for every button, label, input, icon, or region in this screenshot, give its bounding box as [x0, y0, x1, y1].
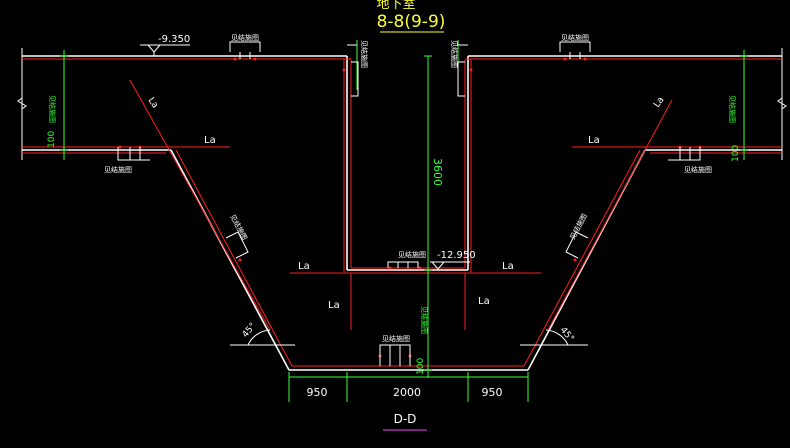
- dim-bottom-center: 2000: [393, 386, 421, 399]
- la-label-lower-right: La: [478, 296, 490, 307]
- rebar-label-center-vert: 见结施图: [420, 306, 429, 334]
- elevation-bottom-marker: [430, 261, 470, 270]
- rebar-callouts: [117, 41, 701, 366]
- la-label-right-top: La: [652, 95, 666, 109]
- dim-bottom-left: 950: [307, 386, 328, 399]
- dim-bottom-thickness: 100: [416, 358, 426, 375]
- la-label-left-step: La: [204, 135, 216, 146]
- rebar-label-bottom-center: 见结施图: [382, 334, 410, 343]
- rebar-label-left-slope: 见结施图: [228, 213, 249, 242]
- section-title-partial: 地下室: [376, 0, 415, 12]
- elevation-top-marker: [140, 44, 190, 56]
- rebar-label-top-right: 见结施图: [561, 33, 589, 42]
- elevation-bottom: -12.950: [437, 250, 476, 261]
- dim-right-thickness: 100: [731, 145, 741, 162]
- footer-label: D-D: [394, 412, 417, 426]
- elevation-top: -9.350: [158, 34, 190, 45]
- rebar-label-wall-left: 见结施图: [360, 40, 369, 68]
- rebar-lines: [22, 58, 782, 367]
- angle-arc-right: [545, 329, 569, 346]
- rebar-label-left-step: 见结施图: [104, 165, 132, 174]
- rebar-label-right-step: 见结施图: [684, 165, 712, 174]
- concrete-outline: [17, 48, 787, 371]
- angle-arc-left: [247, 329, 271, 346]
- section-title: 8-8(9-9): [377, 12, 446, 32]
- angle-label-right: 45°: [558, 326, 576, 345]
- la-label-right-step: La: [588, 135, 600, 146]
- la-label-pit-right: La: [502, 261, 514, 272]
- dim-bottom-right: 950: [482, 386, 503, 399]
- rebar-label-left-vert: 见结施图: [48, 95, 57, 123]
- dim-left-thickness: 100: [47, 131, 57, 148]
- dim-depth: 3600: [431, 158, 444, 186]
- rebar-label-bottom-slab: 见结施图: [398, 250, 426, 259]
- la-label-lower-left: La: [328, 300, 340, 311]
- rebar-label-top-left: 见结施图: [231, 33, 259, 42]
- dimension-lines: [60, 40, 748, 402]
- la-label-pit-left: La: [298, 261, 310, 272]
- rebar-label-wall-right: 见结施图: [450, 40, 459, 68]
- rebar-label-right-vert: 见结施图: [728, 95, 737, 123]
- angle-label-left: 45°: [241, 321, 259, 340]
- la-label-left-top: La: [146, 96, 160, 110]
